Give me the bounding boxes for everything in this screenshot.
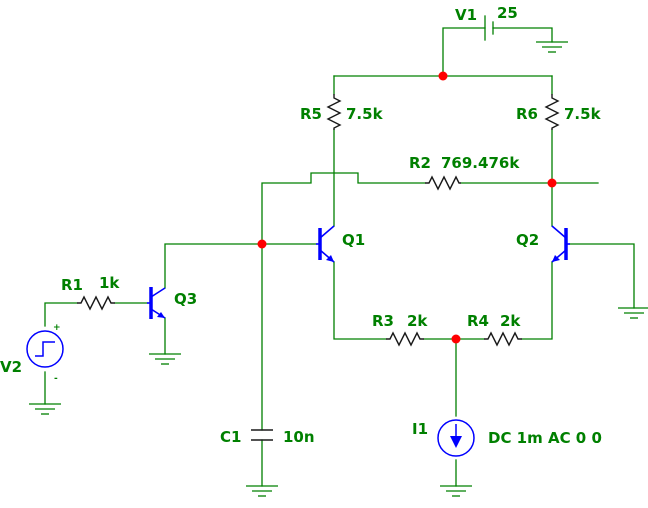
- r5-resistor-symbol: [326, 94, 342, 130]
- c1-value-label: 10n: [283, 428, 315, 446]
- ground-q2-base: [618, 307, 648, 319]
- r4-resistor-symbol: [484, 331, 522, 347]
- ground-v2: [29, 403, 61, 415]
- r6-resistor-symbol: [544, 94, 560, 130]
- r5-value-label: 7.5k: [346, 105, 384, 123]
- v2-pulse-source-symbol: [26, 330, 64, 368]
- q1-npn-transistor-symbol: [316, 225, 335, 263]
- r6-name-label: R6: [516, 105, 538, 123]
- r2-resistor-symbol: [425, 175, 461, 191]
- wire-v1-plus: [442, 27, 486, 77]
- v1-name-label: V1: [455, 6, 477, 24]
- r4-name-label: R4: [467, 312, 489, 330]
- wire-q1-emitter: [333, 261, 387, 340]
- wire-r2-left: [261, 172, 426, 245]
- ground-c1: [246, 485, 278, 497]
- ground-v1: [536, 41, 568, 53]
- r1-resistor-symbol: [77, 295, 115, 311]
- q3-name-label: Q3: [174, 290, 197, 308]
- wire-q2-base: [569, 243, 635, 309]
- i1-name-label: I1: [412, 420, 428, 438]
- q1-name-label: Q1: [342, 231, 365, 249]
- node-dot-emitter-tail: [451, 334, 461, 344]
- r1-name-label: R1: [61, 276, 83, 294]
- r2-name-label: R2: [409, 154, 431, 172]
- r3-name-label: R3: [372, 312, 394, 330]
- node-dot-q1-base: [257, 239, 267, 249]
- wire-v1-minus: [492, 27, 553, 43]
- wire-q3-collector: [164, 243, 263, 289]
- v2-name-label: V2: [0, 358, 22, 376]
- ground-q3: [149, 353, 181, 365]
- node-dot-r2-q2: [547, 178, 557, 188]
- r2-value-label: 769.476k: [441, 154, 520, 172]
- c1-capacitor-symbol: [251, 429, 273, 441]
- r3-resistor-symbol: [386, 331, 424, 347]
- v2-plus-sign: +: [53, 323, 61, 333]
- r3-value-label: 2k: [407, 312, 428, 330]
- node-dot-top-rail: [438, 71, 448, 81]
- v1-battery-symbol: [484, 15, 494, 41]
- v1-value-label: 25: [497, 4, 518, 22]
- r6-value-label: 7.5k: [564, 105, 602, 123]
- q2-npn-transistor-symbol: [551, 225, 570, 263]
- v2-minus-sign: -: [54, 374, 58, 384]
- r5-name-label: R5: [300, 105, 322, 123]
- i1-value-label: DC 1m AC 0 0: [488, 429, 602, 447]
- wires: [44, 27, 635, 487]
- ground-i1: [440, 485, 472, 497]
- c1-name-label: C1: [220, 428, 241, 446]
- q3-npn-transistor-symbol: [147, 287, 166, 319]
- i1-current-source-symbol: [437, 419, 475, 457]
- wire-v2-r1: [44, 302, 78, 327]
- r1-value-label: 1k: [99, 274, 120, 292]
- q2-name-label: Q2: [516, 231, 539, 249]
- r4-value-label: 2k: [500, 312, 521, 330]
- wire-r4-q2: [521, 261, 553, 340]
